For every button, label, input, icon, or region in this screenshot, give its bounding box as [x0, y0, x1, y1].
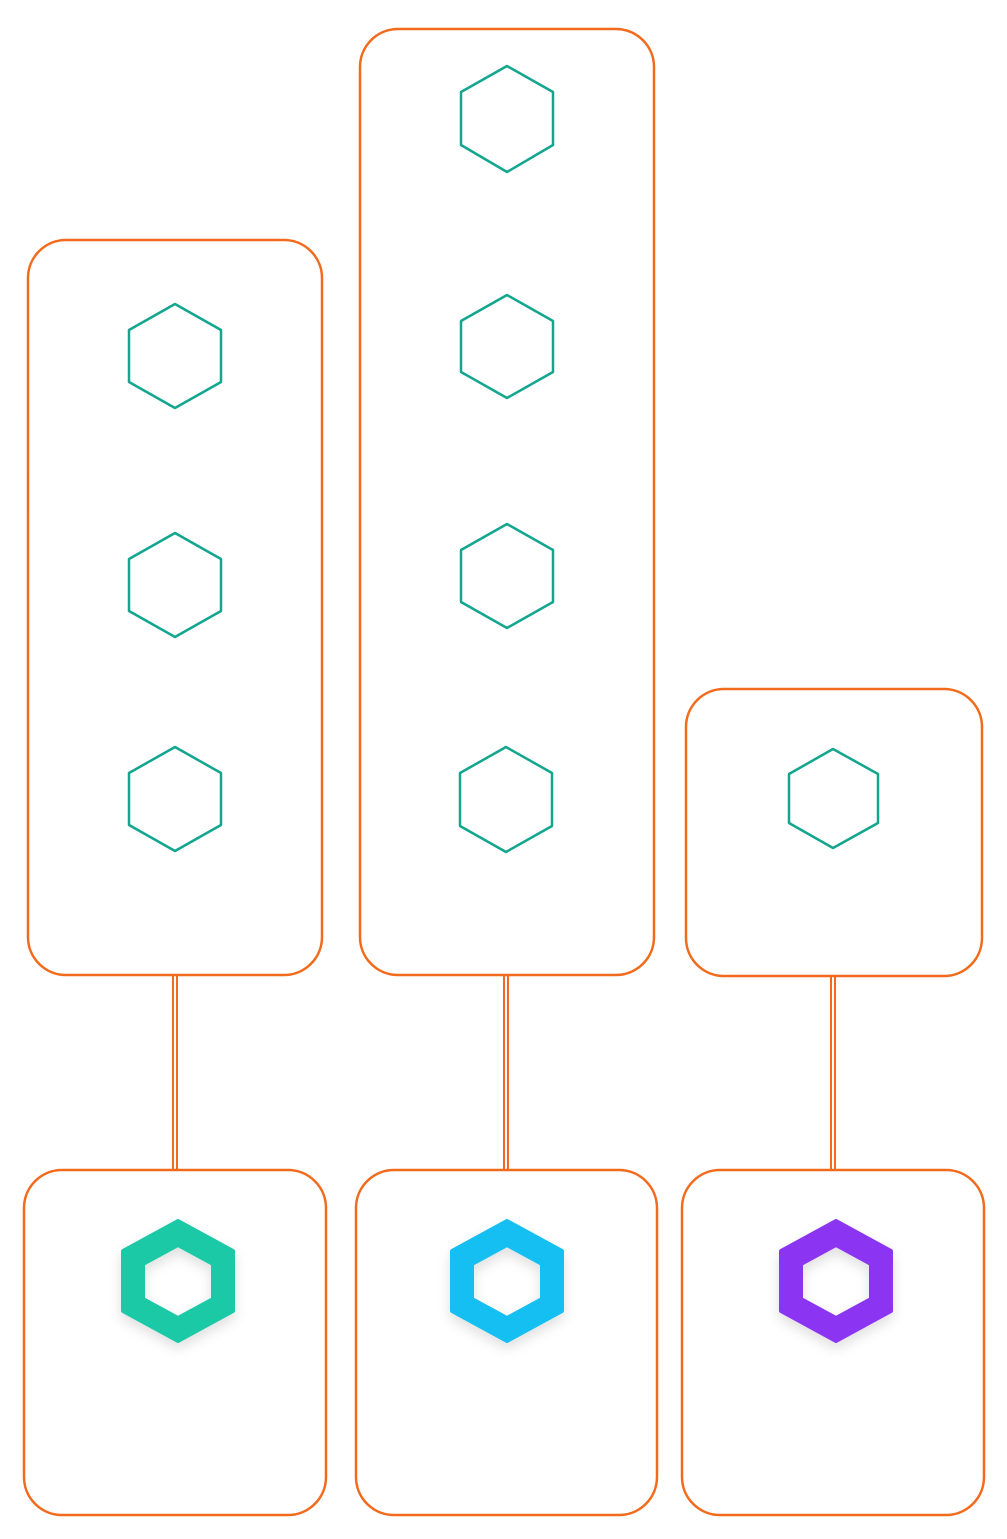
- base-right-hexagon: [779, 1219, 893, 1343]
- hexagon-outline-icon: [459, 293, 555, 400]
- base-left-hexagon: [121, 1219, 235, 1343]
- base-left-box: [22, 1168, 328, 1517]
- hexagon-green-icon: [121, 1219, 235, 1343]
- hexagon-outline-icon: [787, 747, 880, 850]
- hexagon-outline-icon: [127, 302, 223, 410]
- hexagon-blue-icon: [450, 1219, 564, 1343]
- connector-right: [830, 975, 836, 1170]
- connectors: [172, 975, 836, 1170]
- group-left-box: [26, 238, 324, 977]
- group-middle-box: [358, 27, 656, 977]
- group-left-nodes: [127, 302, 223, 853]
- connector-left: [172, 975, 178, 1170]
- hexagon-purple-icon: [779, 1219, 893, 1343]
- connector-middle: [503, 975, 509, 1170]
- group-boxes: [26, 27, 984, 978]
- hexagon-outline-icon: [458, 745, 554, 854]
- group-middle-nodes: [458, 64, 555, 854]
- group-right-nodes: [787, 747, 880, 850]
- base-right-box: [680, 1168, 986, 1517]
- base-middle-hexagon: [450, 1219, 564, 1343]
- hexagon-outline-icon: [459, 64, 555, 174]
- group-right-box: [684, 687, 984, 978]
- hexagon-outline-icon: [127, 745, 223, 853]
- hexagon-outline-icon: [459, 522, 555, 630]
- hexagon-outline-icon: [127, 531, 223, 639]
